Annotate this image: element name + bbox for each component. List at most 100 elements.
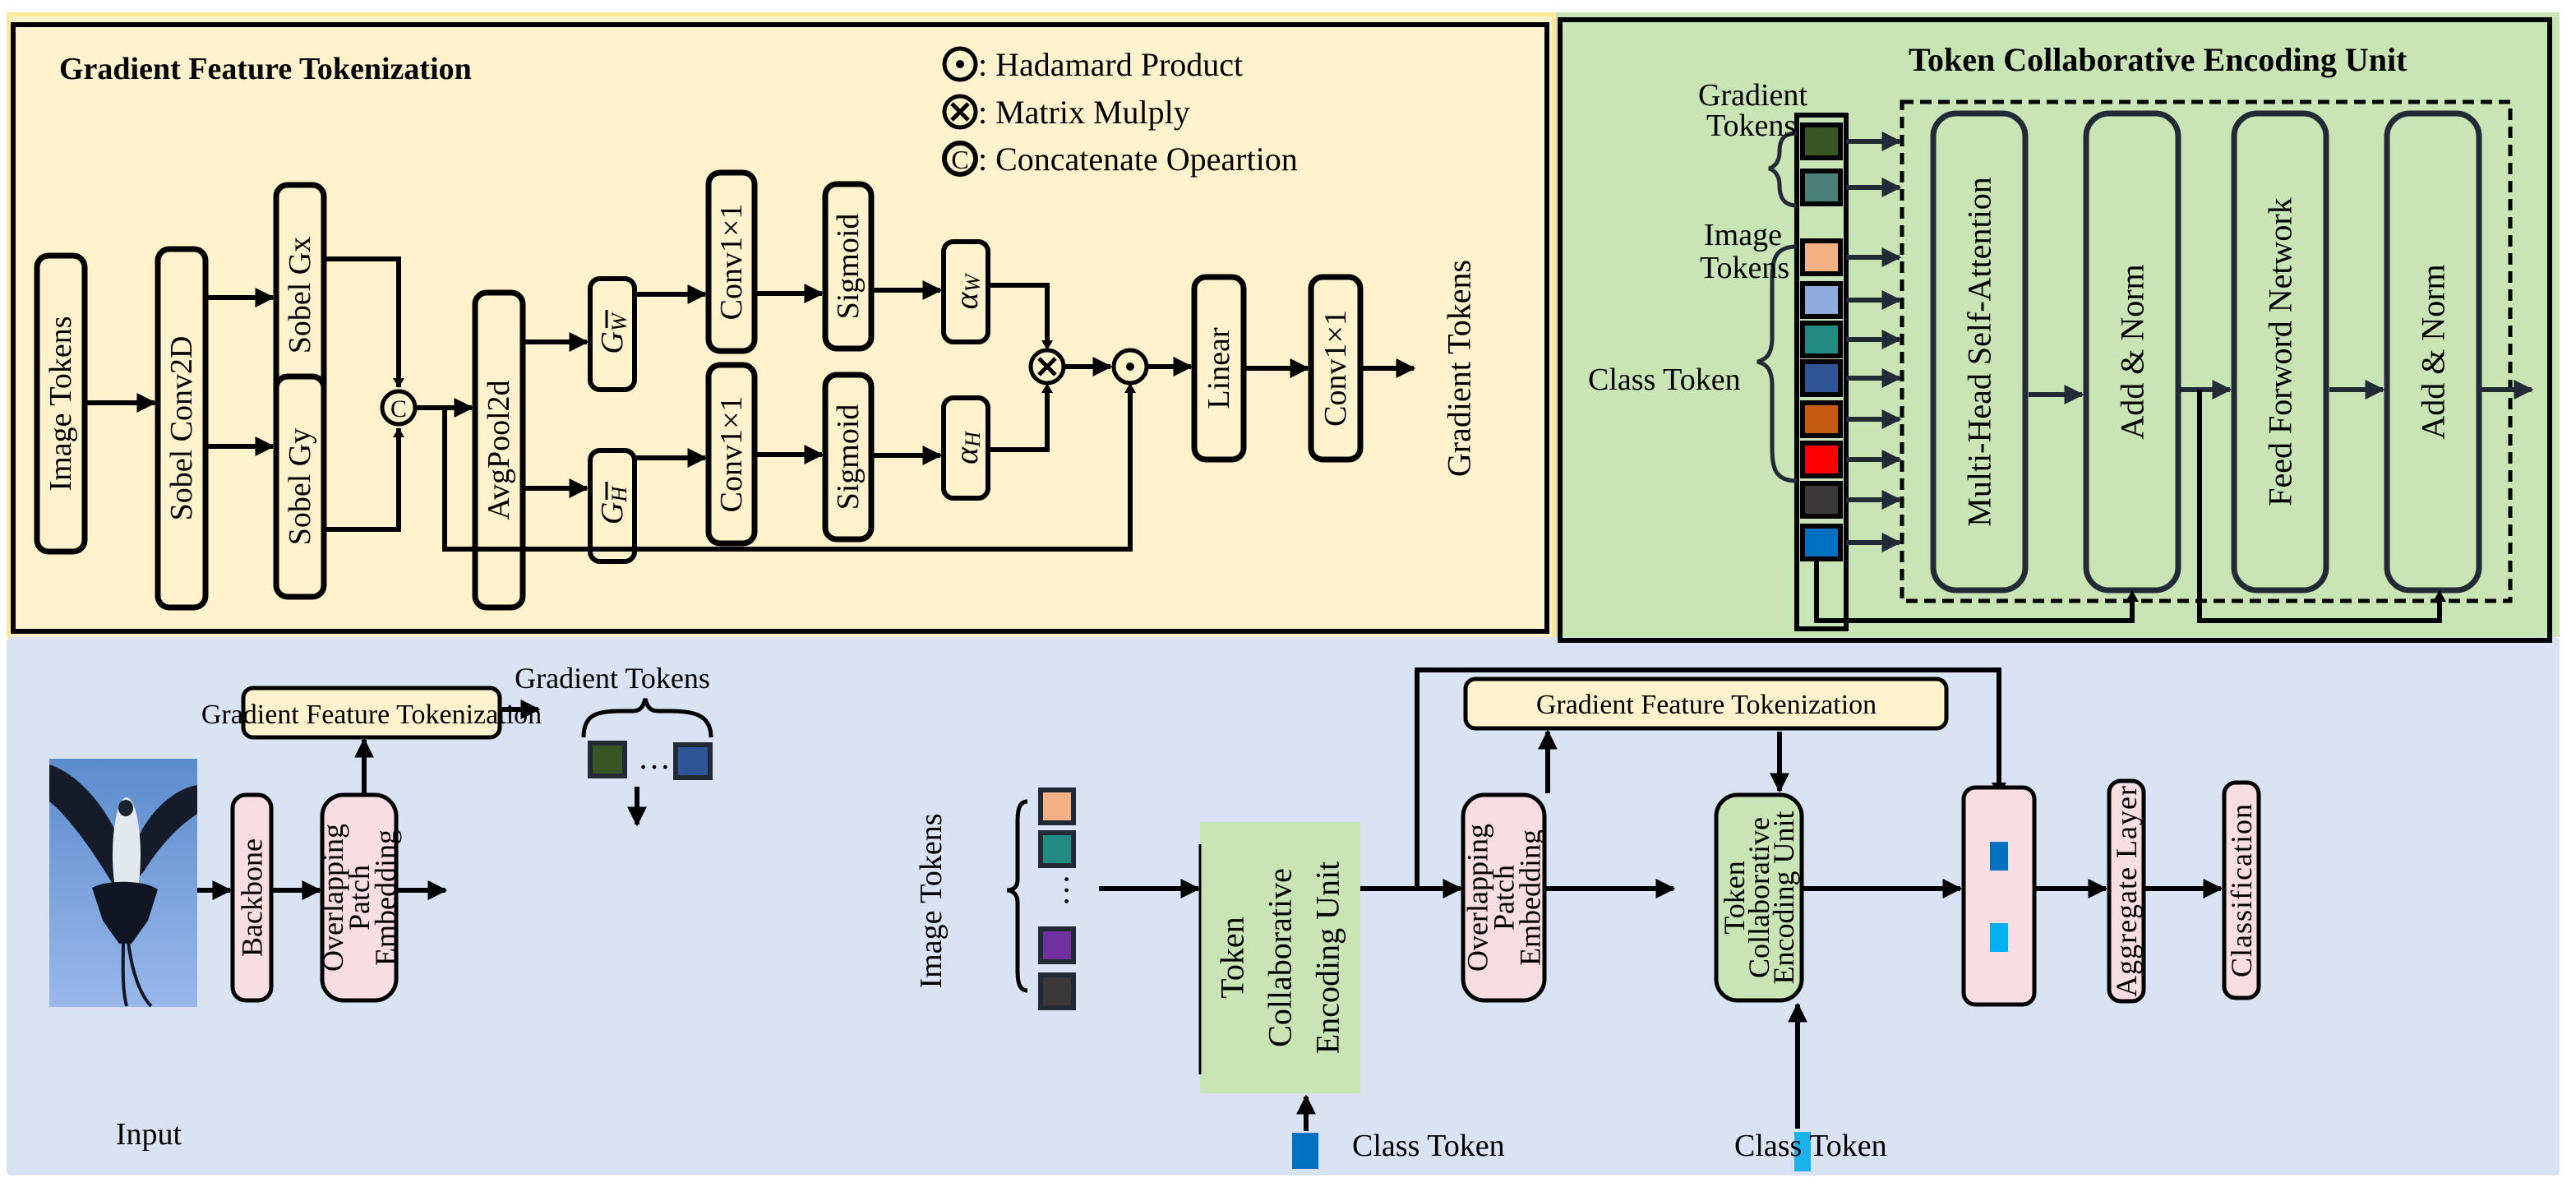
image-tokens-block-label: Image Tokens	[44, 316, 78, 492]
overlapping-patch-embedding-1-label: Patch	[343, 865, 376, 931]
classification-block-box	[2222, 780, 2261, 1000]
linear-block: Linear	[1191, 274, 1247, 463]
conv1x1-h-block-label: Conv1×1	[714, 396, 749, 513]
token-column	[1794, 113, 1849, 631]
gft-output-label: Gradient Tokens	[1441, 260, 1478, 477]
image-tokens-block: Image Tokens	[34, 252, 88, 555]
gft-panel	[10, 16, 1552, 637]
tceu-image-token	[1800, 238, 1843, 276]
gradient-tokens-brace	[581, 698, 713, 738]
legend-hadamard: : Hadamard Product	[942, 46, 1243, 83]
tceu-block-1-label: Token	[1214, 917, 1251, 998]
g-bar-sub: W	[607, 312, 631, 331]
class-token-2	[1794, 1132, 1811, 1171]
gft-title: Gradient Feature Tokenization	[59, 52, 472, 86]
conv1x1-h-block: Conv1×1	[705, 362, 758, 547]
legend-concatenate: C : Concatenate Opeartion	[942, 141, 1298, 178]
input-label: Input	[116, 1117, 182, 1152]
overlapping-patch-embedding-2-label: Patch	[1488, 865, 1521, 931]
sobel-gy-block-box	[273, 373, 327, 600]
svg-text:GW: GW	[595, 312, 631, 353]
tceu-image-label-2: Tokens	[1700, 251, 1789, 285]
gft-panel-border	[11, 22, 1549, 634]
gft-block-1-label: Gradient Feature Tokenization	[201, 700, 542, 730]
image-token-4	[1038, 972, 1076, 1010]
encoder-boundary	[1900, 99, 2513, 603]
gft-block-2: Gradient Feature Tokenization	[1463, 677, 1949, 731]
sigmoid-h-block: Sigmoid	[822, 372, 875, 543]
tceu-gradient-label-1: Gradient	[1698, 78, 1807, 113]
tceu-image-label-1: Image	[1704, 218, 1782, 252]
sobel-gy-block-label: Sobel Gy	[283, 428, 317, 546]
alpha-h-block: αH	[941, 395, 990, 501]
tceu-image-token	[1800, 281, 1843, 319]
aggregate-layer-block: Aggregate Layer	[2107, 778, 2146, 1004]
line-gx-to-concat	[324, 256, 401, 387]
gradient-tokens-ellipsis: …	[638, 739, 671, 776]
backbone-block-label: Backbone	[236, 838, 269, 957]
tceu-block-1-label: Collaborative	[1262, 868, 1299, 1047]
class-token-1-label: Class Token	[1352, 1129, 1505, 1163]
add-norm-2-block-label: Add & Norm	[2415, 264, 2452, 439]
sobel-gx-block-label: Sobel Gx	[283, 237, 317, 354]
legend: : Hadamard Product : Matrix Mulply C : C…	[942, 46, 1298, 178]
overlapping-patch-embedding-1-label: Embedding	[369, 829, 402, 966]
gradient-tokens-brace	[1768, 131, 1798, 208]
tceu-image-token	[1800, 400, 1843, 438]
image-tokens-brace	[1006, 799, 1028, 993]
sobel-conv2d-block-label: Sobel Conv2D	[164, 336, 199, 521]
svg-text:C: C	[390, 395, 407, 423]
tceu-image-token	[1800, 359, 1843, 397]
class-token-1	[1292, 1133, 1318, 1169]
overlapping-patch-embedding-2-label: Overlapping	[1461, 824, 1494, 972]
image-tokens-label: Image Tokens	[914, 814, 949, 989]
add-norm-2-block: Add & Norm	[2384, 110, 2482, 594]
conv1x1-out-block: Conv1×1	[1308, 274, 1364, 463]
concat-class-token-2	[1990, 923, 2008, 952]
tceu-class-token	[1800, 524, 1843, 561]
image-token-1	[1038, 787, 1076, 825]
mhsa-block: Multi-Head Self-Attention	[1930, 110, 2029, 594]
overlapping-patch-embedding-2-box	[1461, 792, 1547, 1003]
tceu-gradient-token	[1800, 122, 1843, 160]
mhsa-block-box	[1930, 110, 2029, 594]
concat-class-token-1	[1990, 842, 2008, 871]
g-bar-gh-block: GH	[588, 448, 637, 564]
tceu-image-token	[1800, 481, 1843, 519]
tceu-image-token	[1800, 441, 1843, 478]
avgpool2d-block-box	[472, 289, 526, 611]
gradient-tokens-label: Gradient Tokens	[515, 662, 710, 695]
sigmoid-h-block-label: Sigmoid	[831, 404, 866, 510]
class-token-2-label: Class Token	[1734, 1129, 1887, 1163]
alpha-base: α	[948, 446, 985, 464]
legend-label-hadamard: : Hadamard Product	[978, 46, 1243, 83]
add-norm-2-block-box	[2384, 110, 2482, 594]
g-bar-gw-block: GW	[588, 276, 637, 392]
classification-block-label: Classification	[2225, 803, 2258, 977]
svg-text:GH: GH	[595, 486, 631, 524]
alpha-sub: H	[961, 431, 985, 448]
sobel-conv2d-block: Sobel Conv2D	[155, 246, 209, 611]
tceu-panel-border	[1558, 17, 2552, 643]
g-bar-base: G	[595, 331, 630, 353]
g-bar-sub: H	[607, 486, 631, 503]
tceu-block-2-label: Collaborative	[1743, 817, 1775, 978]
tceu-block-2-label: Token	[1718, 861, 1751, 934]
ffn-block: Feed Forword Network	[2231, 110, 2329, 594]
sigmoid-w-block: Sigmoid	[822, 181, 875, 352]
tceu-title: Token Collaborative Encoding Unit	[1909, 41, 2407, 78]
alpha-base: α	[948, 291, 985, 309]
overlapping-patch-embedding-1-box	[320, 792, 399, 1003]
skip-addnorm-to-addnorm2	[2197, 390, 2442, 623]
tceu-block-2-box	[1714, 792, 1804, 1003]
line-alphaw-to-mult	[988, 283, 1050, 345]
backbone-block: Backbone	[230, 792, 274, 1003]
concatenate-icon	[942, 141, 978, 177]
classification-block: Classification	[2222, 780, 2261, 1000]
gft-block-2-label: Gradient Feature Tokenization	[1536, 690, 1877, 720]
ffn-block-box	[2231, 110, 2329, 594]
